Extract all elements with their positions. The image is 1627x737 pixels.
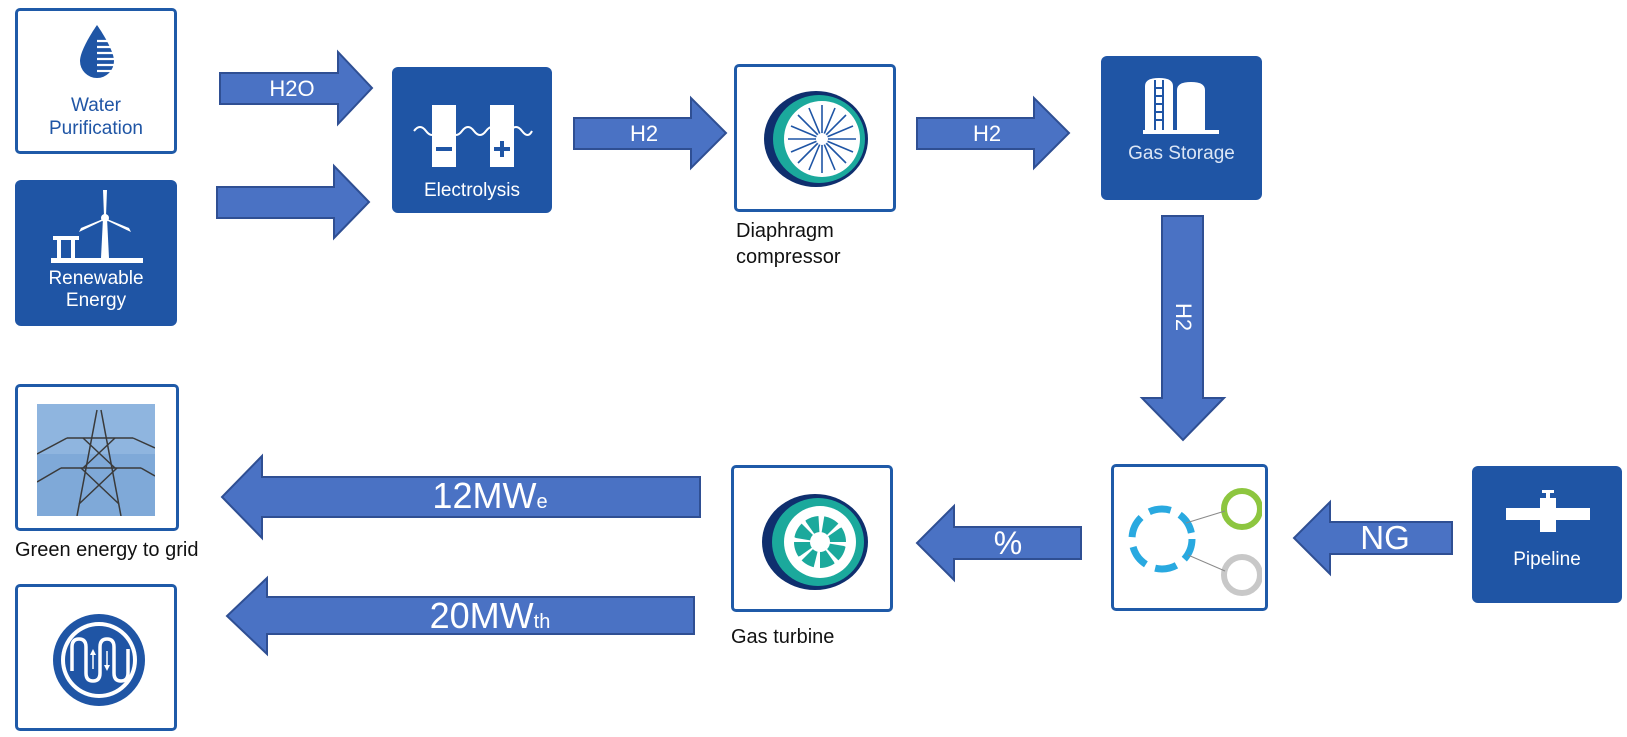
arrow-h2-to-compressor xyxy=(573,95,728,171)
grid-node xyxy=(15,384,179,531)
transmission-tower-image xyxy=(37,404,155,516)
diaphragm-compressor-caption: Diaphragm compressor xyxy=(736,218,840,270)
water-purification-label-2: Purification xyxy=(49,118,143,139)
grid-caption: Green energy to grid xyxy=(15,539,199,561)
diaphragm-compressor-caption-2: compressor xyxy=(736,246,841,268)
arrow-label-h2-down: H2 xyxy=(1171,302,1196,332)
arrow-label-electric: 12MWe xyxy=(380,476,600,522)
renewable-energy-label-1: Renewable xyxy=(48,268,144,289)
compressor-icon xyxy=(764,91,868,187)
heat-exchanger-icon xyxy=(53,614,145,706)
arrow-ng xyxy=(1292,499,1453,577)
arrow-label-h2-compressor: H2 xyxy=(629,121,659,146)
heat-node xyxy=(15,584,177,731)
thermal-value: 20MW xyxy=(429,595,534,636)
electrolysis-label: Electrolysis xyxy=(423,180,521,201)
electric-value: 12MW xyxy=(432,475,537,516)
thermal-subscript: th xyxy=(533,611,551,633)
arrow-renewable-to-electrolysis xyxy=(216,163,371,241)
arrow-h2o xyxy=(219,49,374,127)
water-drop-icon xyxy=(80,25,114,78)
arrow-label-ng: NG xyxy=(1360,519,1410,556)
arrow-label-h2o: H2O xyxy=(269,76,315,101)
gas-storage-label: Gas Storage xyxy=(1128,143,1235,164)
diaphragm-compressor-node xyxy=(734,64,896,212)
arrow-label-h2-storage: H2 xyxy=(972,121,1002,146)
pipeline-valve-icon xyxy=(1506,490,1590,532)
arrow-h2-to-storage xyxy=(916,95,1071,171)
pipeline-label: Pipeline xyxy=(1513,549,1581,570)
electrolysis-node: Electrolysis xyxy=(392,67,552,213)
storage-tanks-icon xyxy=(1143,78,1219,134)
renewable-energy-node: Renewable Energy xyxy=(15,180,177,326)
arrow-thermal xyxy=(225,575,695,657)
arrow-h2-down xyxy=(1139,215,1227,442)
mixing-node xyxy=(1111,464,1268,611)
arrow-electric xyxy=(220,453,701,541)
electrolysis-cell-icon xyxy=(413,105,533,167)
electric-subscript: e xyxy=(536,491,548,513)
arrow-label-thermal: 20MWth xyxy=(380,596,600,642)
diaphragm-compressor-caption-1: Diaphragm xyxy=(736,220,834,242)
renewable-energy-label-2: Energy xyxy=(65,290,127,311)
water-purification-label-1: Water xyxy=(71,95,121,116)
gas-storage-node: Gas Storage xyxy=(1101,56,1262,200)
gas-turbine-caption: Gas turbine xyxy=(731,626,835,648)
arrow-percent xyxy=(915,503,1082,583)
gas-turbine-node xyxy=(731,465,893,612)
water-purification-node: Water Purification xyxy=(15,8,177,154)
mixing-icon xyxy=(1128,488,1262,596)
arrow-label-percent: % xyxy=(993,525,1023,561)
turbine-icon xyxy=(762,494,868,590)
pipeline-node: Pipeline xyxy=(1472,466,1622,603)
wind-turbine-icon xyxy=(51,190,143,263)
